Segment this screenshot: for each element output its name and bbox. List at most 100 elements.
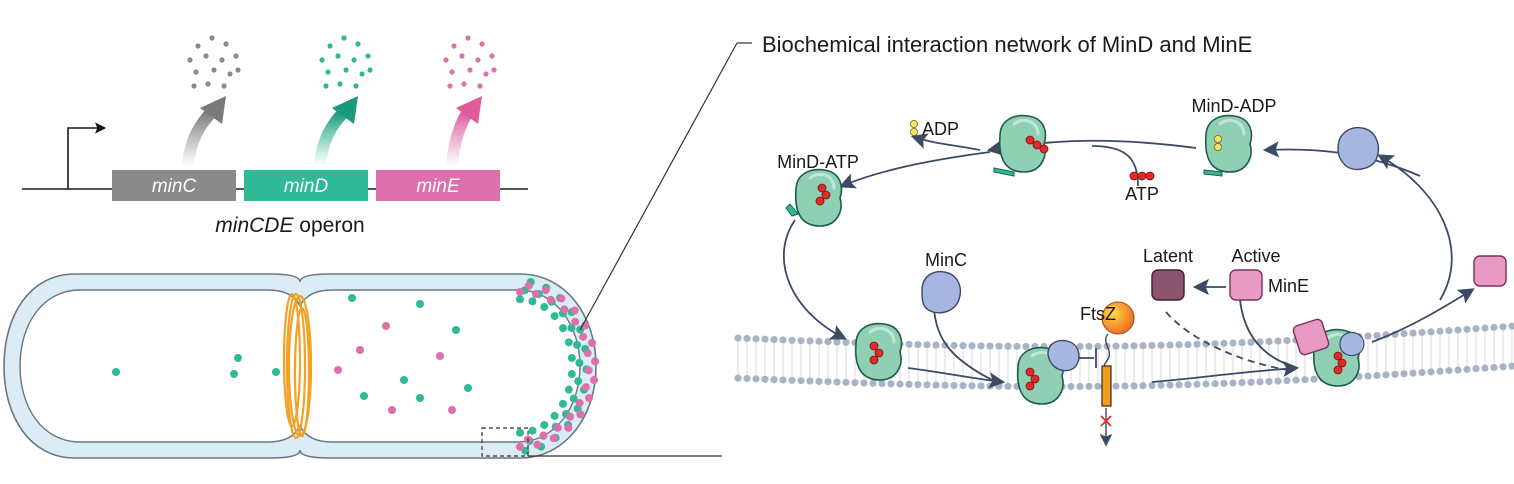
expression-dot (205, 81, 211, 87)
lipid-head (734, 334, 742, 342)
lipid-head (1481, 324, 1489, 332)
mine-dot (541, 286, 550, 295)
lipid-head (806, 337, 814, 345)
lipid-head (1382, 371, 1390, 379)
mine-dot (591, 357, 600, 366)
lipid-head (1121, 382, 1129, 390)
expression-dot (355, 41, 361, 47)
mine-dot (334, 366, 342, 374)
lipid-head (842, 338, 850, 346)
ftsz-block-x (1100, 415, 1112, 427)
lipid-head (1229, 339, 1237, 347)
lipid-head (1193, 340, 1201, 348)
lipid-head (860, 379, 868, 387)
expression-dot (451, 43, 457, 49)
lipid-head (1211, 380, 1219, 388)
mind-dot (360, 392, 368, 400)
lipid-head (833, 378, 841, 386)
expression-dot (223, 41, 229, 47)
mine-dot (583, 349, 592, 358)
expression-dot (359, 71, 365, 77)
ftsz-protein (1101, 301, 1135, 335)
mind-dot (528, 297, 537, 306)
mine-dot (584, 366, 593, 375)
lipid-head (1112, 382, 1120, 390)
cell-protein-dots (112, 278, 600, 455)
lipid-head (1490, 363, 1498, 372)
label-mind-adp: MinD-ADP (1191, 96, 1276, 116)
label-mine: MinE (1268, 276, 1309, 296)
lipid-head (797, 377, 805, 385)
network-title: Biochemical interaction network of MinD … (762, 32, 1252, 57)
gene-box-mine (376, 170, 500, 201)
expression-dot (233, 53, 239, 59)
minc-protein-behind-3 (1339, 331, 1365, 357)
lipid-head (1364, 372, 1372, 380)
label-adp: ADP (922, 119, 959, 139)
lipid-head (1265, 377, 1273, 386)
expression-arrow-mine (446, 106, 474, 172)
mine-dot (566, 412, 575, 421)
lipid-head (1409, 329, 1417, 337)
expression-arrow-minc (182, 106, 218, 172)
lipid-head (1193, 380, 1201, 388)
lipid-head (1130, 382, 1138, 390)
expression-dot (337, 81, 343, 87)
lipid-head (1013, 342, 1021, 350)
expression-arrow-mind (314, 106, 350, 172)
operon-panel: minC minD minE minCDE operon (22, 35, 528, 237)
expression-dot (219, 57, 225, 63)
operon-caption: minCDE operon (215, 214, 364, 237)
lipid-head (1364, 332, 1372, 340)
lipid-head (932, 381, 940, 389)
lipid-head (1184, 340, 1192, 349)
lipid-head (977, 342, 985, 350)
expression-dot (341, 35, 347, 41)
mind-dot (516, 295, 524, 304)
lipid-head (1391, 370, 1399, 378)
lipid-head (1085, 382, 1093, 391)
mine-dot (553, 423, 562, 432)
expression-dot (351, 57, 357, 63)
mind-dot (540, 302, 549, 311)
lipid-head (914, 341, 922, 349)
mind-dot (564, 338, 573, 347)
lipid-head (761, 375, 769, 383)
lipid-head (1238, 339, 1246, 347)
mind-dot (230, 370, 238, 378)
lipid-head (1247, 338, 1255, 346)
lipid-head (986, 342, 994, 350)
mind-dot (567, 370, 576, 379)
lipid-head (851, 379, 859, 387)
lipid-head (923, 341, 931, 349)
expression-dot (235, 67, 241, 73)
lipid-head (896, 380, 904, 388)
lipid-head (977, 382, 985, 390)
lipid-head (1175, 341, 1183, 349)
mind-dot (416, 300, 424, 308)
mind-dot (558, 324, 567, 333)
promoter-arrow (67, 122, 107, 189)
expression-dot (479, 41, 485, 47)
expression-dot (477, 83, 483, 89)
lipid-head (788, 336, 796, 344)
mine-dot (516, 442, 524, 451)
lipid-head (1247, 378, 1255, 386)
cell-panel (3, 42, 752, 459)
lipid-head (1022, 342, 1030, 351)
lipid-head (1157, 341, 1165, 349)
mind-dot (573, 340, 582, 349)
lipid-head (1310, 375, 1318, 383)
minc-protein-free (921, 270, 962, 314)
lipid-head (959, 342, 967, 350)
lipid-head (995, 382, 1003, 390)
mine-dot (571, 317, 580, 326)
lipid-head (1004, 342, 1012, 350)
mind-dot (452, 326, 460, 334)
mine-dot (448, 406, 456, 414)
mine-dot (575, 398, 584, 407)
network-panel: Biochemical interaction network of MinD … (734, 32, 1514, 447)
lipid-head (1166, 381, 1174, 389)
lipid-head (1283, 336, 1291, 345)
